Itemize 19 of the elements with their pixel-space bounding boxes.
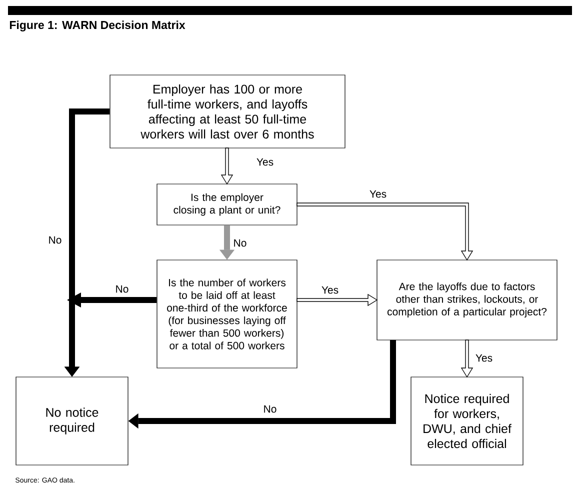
arrow (296, 202, 474, 261)
edge-label: No (114, 284, 130, 294)
edge-label: Yes (474, 353, 494, 363)
decision-box: Are the layoffs due to factors other than strikes, lockouts, or completion of a particular project? (376, 260, 558, 340)
edge-label: Yes (255, 157, 275, 167)
edge-label: Yes (368, 189, 388, 199)
figure-title: Figure 1: WARN Decision Matrix (10, 20, 186, 32)
edge-label: No (47, 235, 63, 245)
edge-label: No (232, 238, 248, 248)
outcome-box: No notice required (16, 376, 128, 466)
edge-label: Yes (320, 285, 340, 295)
arrow (296, 294, 378, 306)
process-box: Employer has 100 or more full-time workers, and layoffs affecting at least 50 full-time workers will last over 6 months (110, 74, 346, 148)
arrow (460, 340, 474, 378)
outcome-box: Notice required for workers, DWU, and chief elected official (410, 376, 524, 466)
edge-label: No (262, 404, 278, 414)
decision-box: Is the number of workers to be laid off at least one-third of the workforce (for businesses laying off fewer than 500 workers) or a total of 500 workers (156, 260, 298, 368)
arrow (220, 148, 234, 185)
decision-box: Is the employer closing a plant or unit? (156, 184, 298, 226)
